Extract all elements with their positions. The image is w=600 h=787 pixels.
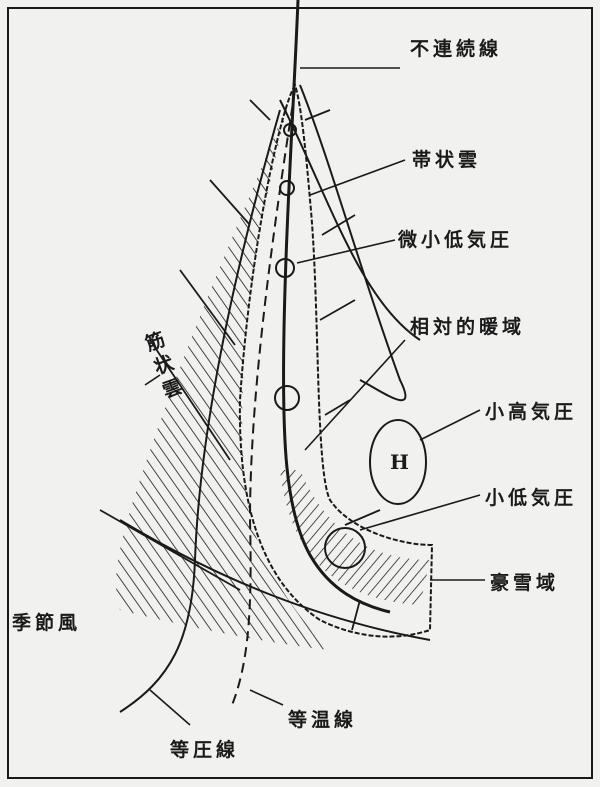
isobar-line: [279, 99, 421, 341]
label-small-high: 小高気圧: [485, 401, 578, 423]
leader-lines: [144, 67, 485, 726]
label-small-low: 小低気圧: [485, 487, 578, 509]
label-discontinuity-line: 不連続線: [410, 38, 503, 60]
label-monsoon: 季節風: [12, 612, 82, 634]
cloud-envelope: [299, 84, 407, 402]
high-pressure-marker: H: [390, 450, 409, 474]
label-isobar: 等圧線: [170, 739, 240, 761]
label-band-cloud: 帯状雲: [412, 149, 482, 171]
label-mesoscale-low: 微小低気圧: [398, 229, 514, 251]
band-cloud-outline: [238, 82, 434, 638]
small-low-circle: [279, 180, 295, 196]
label-isotherm: 等温線: [288, 709, 358, 731]
small-low-circle: [324, 527, 366, 569]
isobar-line: [119, 519, 431, 641]
frame: [7, 7, 593, 779]
small-high-ellipse: [369, 419, 427, 505]
isobar-line: [119, 109, 281, 713]
discontinuity-line: [282, 0, 391, 614]
heavy-snow-region: [280, 470, 430, 605]
small-low-circle: [275, 258, 295, 278]
label-relative-warm-sector: 相対的暖域: [410, 316, 526, 338]
monsoon-arrows: [99, 99, 381, 631]
small-low-circle: [274, 385, 300, 411]
streak-cloud-region: [116, 90, 330, 650]
label-heavy-snow-area: 豪雪域: [490, 572, 560, 594]
isotherm-line: [231, 89, 296, 706]
